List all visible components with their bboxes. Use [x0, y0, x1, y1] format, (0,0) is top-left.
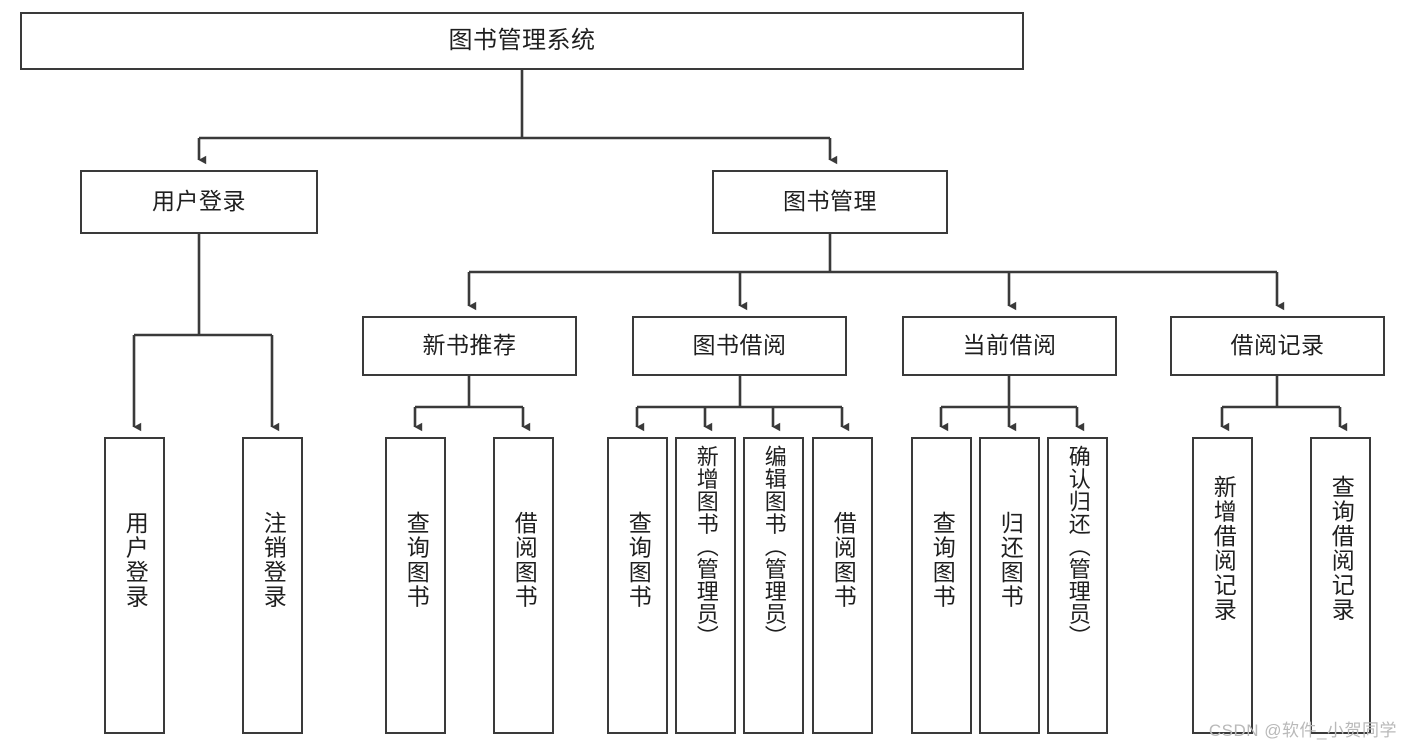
leaf-edit-book-label: 编辑图书（管理员） [761, 445, 787, 648]
node-root-label: 图书管理系统 [448, 26, 596, 54]
node-borrow-record-label: 借阅记录 [1230, 332, 1325, 359]
leaf-add-book-label: 新增图书（管理员） [693, 445, 719, 648]
node-book-manage[interactable]: 图书管理 [712, 170, 948, 234]
csdn-watermark: CSDN @软件_小贺同学 [1208, 721, 1397, 740]
leaf-query-book-3[interactable]: 查询图书 [911, 437, 972, 734]
leaf-query-book-3-label: 查询图书 [929, 511, 956, 609]
leaf-borrow-book-1-label: 借阅图书 [511, 511, 538, 609]
node-root[interactable]: 图书管理系统 [20, 12, 1024, 70]
node-new-book-recommend-label: 新书推荐 [422, 332, 517, 359]
node-borrow-record[interactable]: 借阅记录 [1170, 316, 1385, 376]
leaf-return-book-label: 归还图书 [997, 511, 1024, 609]
leaf-query-record[interactable]: 查询借阅记录 [1310, 437, 1371, 734]
leaf-borrow-book-2[interactable]: 借阅图书 [812, 437, 873, 734]
node-current-borrow-label: 当前借阅 [962, 332, 1057, 359]
leaf-query-book-1[interactable]: 查询图书 [385, 437, 446, 734]
leaf-logout[interactable]: 注销登录 [242, 437, 303, 734]
leaf-add-record[interactable]: 新增借阅记录 [1192, 437, 1253, 734]
node-user-login-label: 用户登录 [152, 188, 246, 215]
node-user-login[interactable]: 用户登录 [80, 170, 318, 234]
node-current-borrow[interactable]: 当前借阅 [902, 316, 1117, 376]
leaf-query-book-2[interactable]: 查询图书 [607, 437, 668, 734]
leaf-borrow-book-2-label: 借阅图书 [830, 511, 857, 609]
leaf-query-book-2-label: 查询图书 [625, 511, 652, 609]
leaf-query-book-1-label: 查询图书 [403, 511, 430, 609]
leaf-query-record-label: 查询借阅记录 [1328, 475, 1355, 622]
leaf-add-record-label: 新增借阅记录 [1210, 475, 1237, 622]
leaf-logout-label: 注销登录 [260, 511, 287, 609]
leaf-user-login-label: 用户登录 [122, 511, 149, 609]
leaf-edit-book[interactable]: 编辑图书（管理员） [743, 437, 804, 734]
leaf-borrow-book-1[interactable]: 借阅图书 [493, 437, 554, 734]
leaf-user-login[interactable]: 用户登录 [104, 437, 165, 734]
leaf-confirm-return-label: 确认归还（管理员） [1065, 445, 1091, 648]
leaf-confirm-return[interactable]: 确认归还（管理员） [1047, 437, 1108, 734]
node-book-borrow[interactable]: 图书借阅 [632, 316, 847, 376]
node-book-borrow-label: 图书借阅 [692, 332, 787, 359]
leaf-add-book[interactable]: 新增图书（管理员） [675, 437, 736, 734]
node-book-manage-label: 图书管理 [783, 188, 877, 215]
node-new-book-recommend[interactable]: 新书推荐 [362, 316, 577, 376]
leaf-return-book[interactable]: 归还图书 [979, 437, 1040, 734]
